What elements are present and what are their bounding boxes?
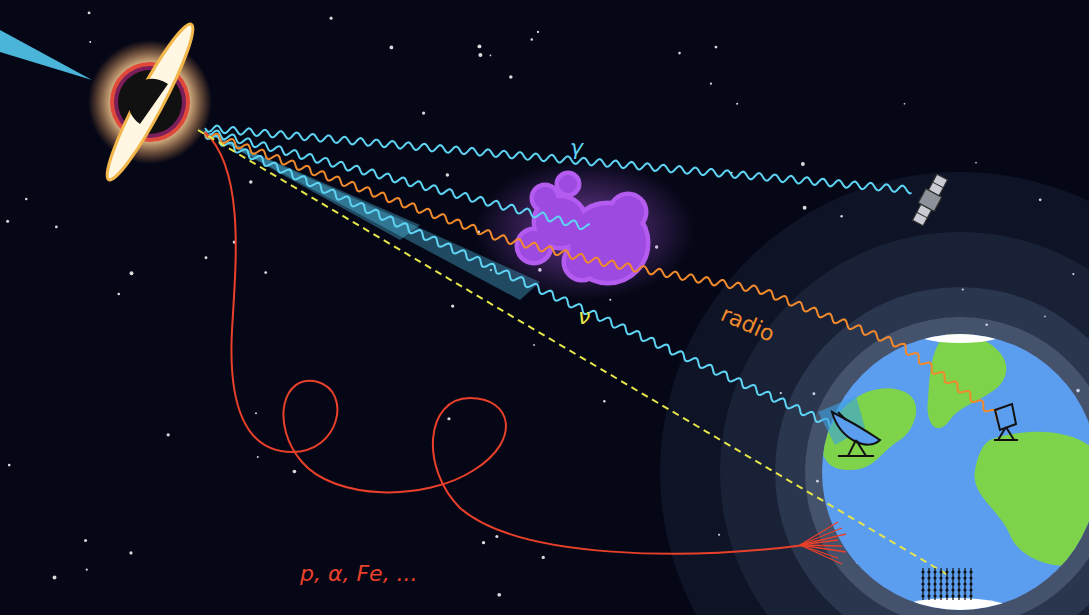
star	[736, 103, 738, 105]
star	[482, 541, 485, 544]
cosmic-ray-path	[205, 132, 805, 554]
star	[117, 293, 120, 296]
star	[88, 11, 91, 14]
gas-cloud	[475, 160, 695, 300]
star	[446, 173, 449, 176]
star	[533, 344, 535, 346]
star	[25, 198, 27, 200]
telescope-dish	[818, 396, 880, 456]
jet	[0, 30, 92, 80]
gamma-ray	[205, 126, 912, 194]
star	[531, 38, 533, 40]
star	[490, 55, 492, 57]
star	[478, 53, 482, 57]
star	[205, 256, 208, 259]
air-shower	[800, 522, 846, 564]
star	[249, 180, 252, 183]
star	[451, 304, 454, 307]
detector-string	[951, 568, 954, 600]
detector-string	[939, 568, 942, 600]
star	[715, 46, 718, 49]
detector-string	[921, 568, 924, 600]
star	[167, 433, 170, 436]
star	[477, 44, 481, 48]
radio-wave	[205, 133, 997, 420]
gamma-label: γ	[570, 137, 583, 159]
star	[975, 162, 977, 164]
detector-string	[945, 568, 948, 600]
star	[255, 412, 257, 414]
star	[390, 46, 394, 50]
star	[86, 569, 88, 571]
cosmic-ray-label: p, α, Fe, ...	[300, 563, 418, 585]
star	[904, 103, 906, 105]
star	[264, 271, 267, 274]
star	[6, 220, 9, 223]
star	[803, 206, 807, 210]
detector-string	[933, 568, 936, 600]
shower-track	[800, 522, 838, 545]
star	[257, 456, 259, 458]
star	[130, 271, 134, 275]
star	[603, 400, 606, 403]
star	[801, 162, 805, 166]
star	[293, 470, 297, 474]
star	[422, 112, 425, 115]
earth	[822, 323, 1089, 615]
star	[710, 83, 712, 85]
star	[678, 52, 681, 55]
shower-track	[800, 545, 842, 564]
star	[537, 31, 539, 33]
detector-string	[927, 568, 930, 600]
detector-string	[957, 568, 960, 600]
star	[55, 226, 58, 229]
detector-string	[969, 568, 972, 600]
shower-track	[800, 540, 838, 545]
star	[609, 299, 611, 301]
star	[330, 17, 333, 20]
star	[495, 535, 498, 538]
neutrino-label: ν	[578, 306, 590, 328]
shower-track	[800, 534, 846, 545]
star	[53, 576, 57, 580]
atmosphere	[660, 172, 1089, 615]
gamma-ray	[205, 131, 590, 230]
detector-string	[963, 568, 966, 600]
star	[129, 551, 132, 554]
star	[542, 556, 545, 559]
neutrino-detector	[921, 568, 972, 600]
star	[89, 41, 91, 43]
neutrino-path	[198, 130, 948, 575]
star	[8, 464, 11, 467]
star	[447, 417, 450, 420]
star	[509, 75, 513, 79]
satellite	[910, 173, 950, 227]
star	[84, 539, 87, 542]
star	[497, 593, 501, 597]
black-hole	[88, 18, 212, 186]
radio-antenna	[994, 404, 1018, 440]
